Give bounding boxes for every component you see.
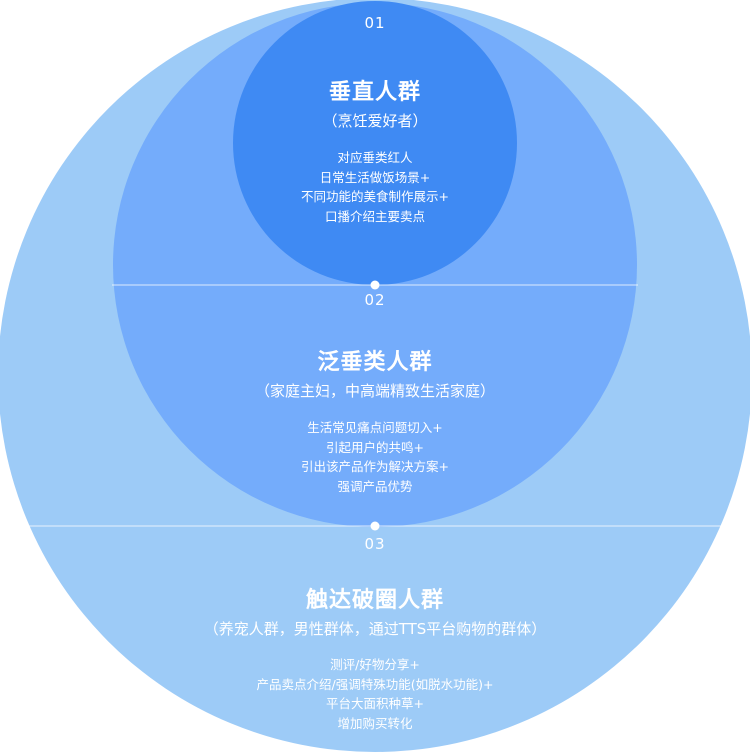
layer-2-line: 引出该产品作为解决方案+ — [301, 459, 449, 474]
layer-1-title: 垂直人群 — [328, 80, 421, 105]
layer-2-line: 引起用户的共鸣+ — [326, 439, 424, 455]
layer-3-line: 产品卖点介绍/强调特殊功能(如脱水功能)+ — [256, 676, 494, 692]
layer-1-line: 不同功能的美食制作展示+ — [301, 189, 449, 204]
layer-3-line: 平台大面积种草+ — [326, 696, 424, 711]
layer-3-description: 测评/好物分享+ 产品卖点介绍/强调特殊功能(如脱水功能)+ 平台大面积种草+ … — [0, 655, 750, 733]
layer-3-subtitle: （养宠人群，男性群体，通过TTS平台购物的群体） — [203, 620, 547, 638]
layer-2-number: 02 — [364, 291, 386, 309]
inner-circle — [233, 1, 517, 285]
layer-2-line: 生活常见痛点问题切入+ — [307, 420, 443, 435]
layer-1-number: 01 — [364, 14, 386, 32]
layer-2-description: 生活常见痛点问题切入+ 引起用户的共鸣+ 引出该产品作为解决方案+ 强调产品优势 — [0, 418, 750, 496]
layer-1-subtitle: （烹饪爱好者） — [322, 112, 428, 130]
layer-1-line: 日常生活做饭场景+ — [319, 169, 431, 185]
layer-3-line: 测评/好物分享+ — [330, 657, 420, 672]
divider-dot-3 — [370, 521, 380, 531]
layer-3-number: 03 — [364, 535, 386, 553]
layer-1-description: 对应垂类红人 日常生活做饭场景+ 不同功能的美食制作展示+ 口播介绍主要卖点 — [0, 148, 750, 226]
layer-2-title: 泛垂类人群 — [317, 350, 433, 375]
layer-1-line: 口播介绍主要卖点 — [324, 208, 425, 224]
layer-3-line: 增加购买转化 — [337, 715, 413, 731]
layer-2-line: 强调产品优势 — [337, 478, 413, 494]
divider-dot-2 — [370, 280, 380, 290]
layer-3-title: 触达破圈人群 — [305, 588, 444, 613]
layer-2-subtitle: （家庭主妇，中高端精致生活家庭） — [254, 382, 495, 400]
layer-1-line: 对应垂类红人 — [337, 150, 413, 165]
